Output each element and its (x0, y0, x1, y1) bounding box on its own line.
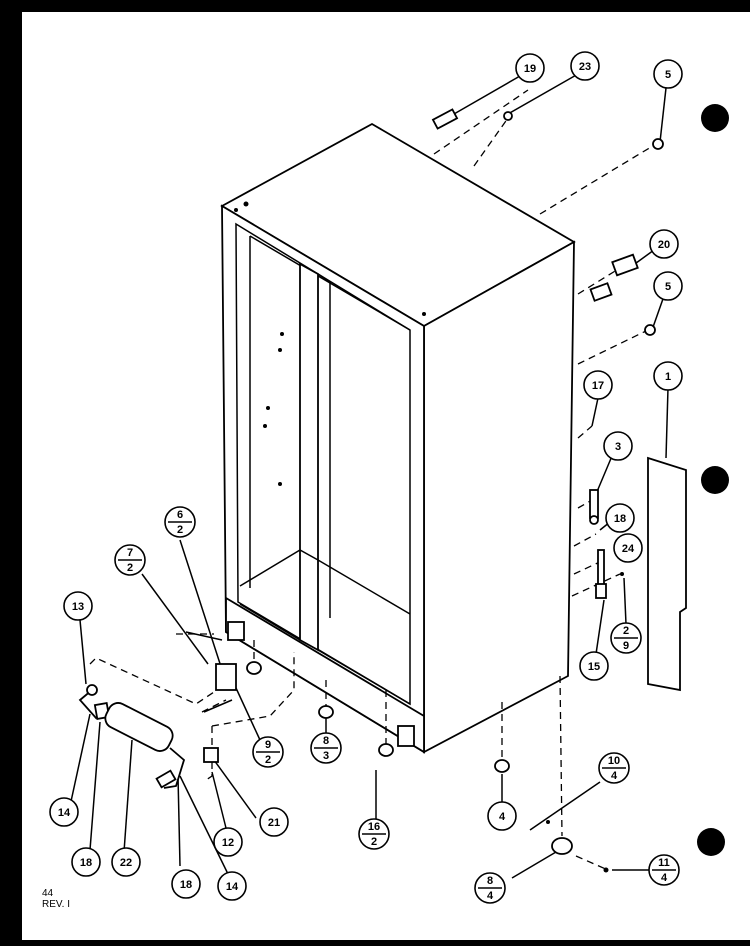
callout-5-lower: 5 (653, 271, 683, 301)
callout-16-over-2: 162 (358, 818, 390, 850)
svg-text:7: 7 (127, 547, 133, 559)
small-parts (78, 108, 687, 873)
svg-text:24: 24 (622, 543, 635, 555)
svg-text:22: 22 (120, 857, 132, 869)
svg-text:4: 4 (499, 811, 506, 823)
svg-text:4: 4 (487, 890, 494, 902)
part-plug (431, 108, 459, 130)
svg-text:16: 16 (368, 821, 380, 833)
callout-6-over-2: 62 (164, 506, 196, 538)
svg-text:18: 18 (80, 857, 92, 869)
callout-5-top: 5 (653, 59, 683, 89)
callout-18-bottom: 18 (171, 869, 201, 899)
part-drain-hose (104, 702, 174, 752)
svg-text:11: 11 (658, 857, 670, 869)
callout-10-over-4: 104 (598, 752, 630, 784)
part-roller-middle (318, 705, 334, 719)
callout-14-left: 14 (49, 797, 79, 827)
page-number: 44 (42, 888, 54, 899)
callout-7-over-2: 72 (114, 544, 146, 576)
callout-13: 13 (63, 591, 93, 621)
cabinet-shell (220, 122, 576, 754)
part-roller-left (246, 661, 262, 675)
callout-12: 12 (213, 827, 243, 857)
svg-text:19: 19 (524, 63, 536, 75)
svg-text:15: 15 (588, 661, 600, 673)
callout-14-bottom: 14 (217, 871, 247, 901)
svg-text:21: 21 (268, 817, 280, 829)
page-footer: 44 REV. I (42, 888, 70, 910)
callout-17: 17 (583, 370, 613, 400)
binder-hole-bottom (697, 828, 725, 856)
svg-text:3: 3 (323, 750, 329, 762)
svg-text:4: 4 (661, 872, 668, 884)
svg-text:18: 18 (180, 879, 192, 891)
svg-text:2: 2 (265, 754, 271, 766)
svg-text:2: 2 (127, 562, 133, 574)
svg-text:1: 1 (665, 371, 671, 383)
part-roller-rear (494, 759, 510, 773)
front-roller-bracket-right (397, 725, 415, 747)
part-leveler-bracket (215, 663, 237, 691)
callout-23: 23 (570, 51, 600, 81)
callout-8-over-4: 84 (474, 872, 506, 904)
callout-21: 21 (259, 807, 289, 837)
part-hinge (611, 253, 639, 277)
front-roller-bracket-left (227, 621, 245, 641)
svg-text:9: 9 (623, 640, 629, 652)
callout-22: 22 (111, 847, 141, 877)
svg-text:17: 17 (592, 380, 604, 392)
part-roller-right (378, 743, 394, 757)
part-washer-lower (644, 324, 656, 336)
binder-hole-top (701, 104, 729, 132)
svg-text:2: 2 (177, 524, 183, 536)
callout-18-left: 18 (71, 847, 101, 877)
part-back-panel (647, 456, 687, 692)
svg-text:13: 13 (72, 601, 84, 613)
callout-8-over-3: 83 (310, 732, 342, 764)
svg-text:23: 23 (579, 61, 591, 73)
callout-15: 15 (579, 651, 609, 681)
callout-4: 4 (487, 801, 517, 831)
svg-text:6: 6 (177, 509, 183, 521)
svg-text:4: 4 (611, 770, 618, 782)
svg-text:2: 2 (371, 836, 377, 848)
callout-18-side: 18 (605, 503, 635, 533)
callout-24: 24 (613, 533, 643, 563)
callout-11-over-4: 114 (648, 854, 680, 886)
svg-text:8: 8 (323, 735, 329, 747)
svg-text:5: 5 (665, 69, 671, 81)
callout-9-over-2: 92 (252, 736, 284, 768)
part-hinge-bracket (589, 282, 613, 302)
center-mullion (299, 262, 319, 652)
svg-text:14: 14 (226, 881, 239, 893)
svg-text:9: 9 (265, 739, 271, 751)
part-washer-top (652, 138, 664, 150)
svg-text:5: 5 (665, 281, 671, 293)
part-grommet (503, 111, 513, 121)
svg-text:20: 20 (658, 239, 670, 251)
callout-3: 3 (603, 431, 633, 461)
svg-text:8: 8 (487, 875, 493, 887)
svg-text:10: 10 (608, 755, 620, 767)
part-tube-clip (203, 747, 219, 763)
callout-19: 19 (515, 53, 545, 83)
binder-hole-middle (701, 466, 729, 494)
revision-label: REV. I (42, 899, 70, 910)
base-rail (225, 596, 425, 754)
callout-20: 20 (649, 229, 679, 259)
svg-text:2: 2 (623, 625, 629, 637)
callout-1: 1 (653, 361, 683, 391)
svg-text:3: 3 (615, 441, 621, 453)
svg-text:12: 12 (222, 837, 234, 849)
callout-2-over-9: 29 (610, 622, 642, 654)
svg-text:18: 18 (614, 513, 626, 525)
svg-text:14: 14 (58, 807, 71, 819)
part-drain-fitting (551, 837, 573, 855)
part-clip (589, 489, 599, 519)
cabinet-side (423, 240, 575, 754)
